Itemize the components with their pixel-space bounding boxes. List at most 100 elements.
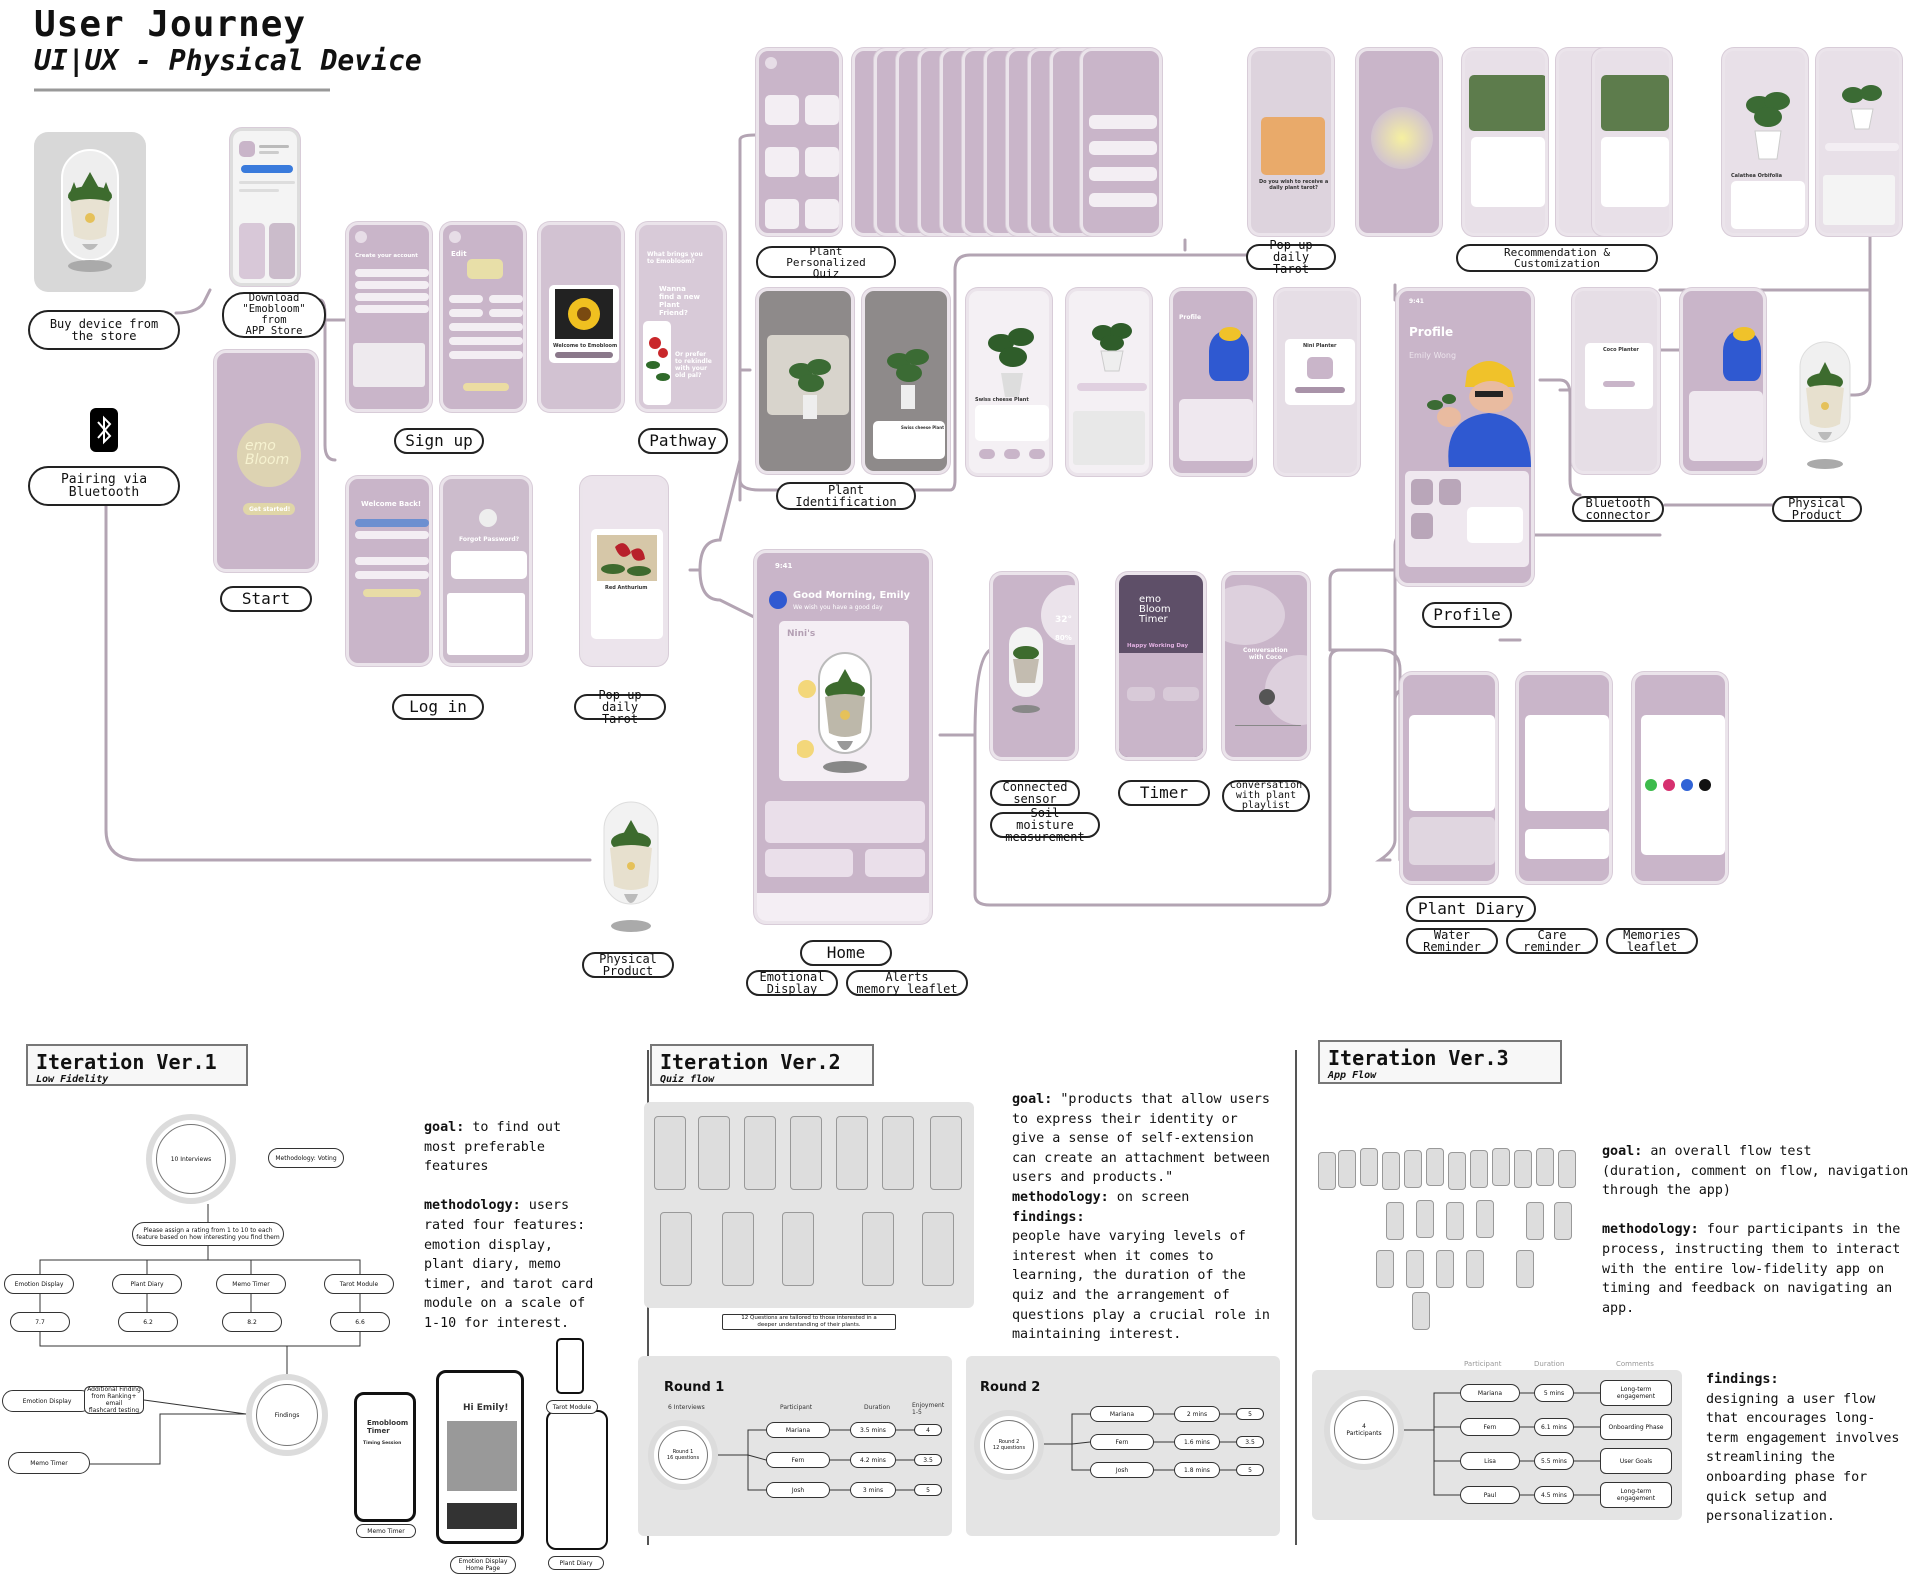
iteration1-goal-label: goal: bbox=[424, 1120, 465, 1135]
planter-device-icon bbox=[61, 149, 119, 272]
alerts-memory-label: Alerts memory leaflet bbox=[846, 970, 968, 996]
lofi-tarot-phone bbox=[556, 1338, 584, 1394]
iteration1-goal-text: to find out most preferable features bbox=[424, 1120, 562, 1175]
method-voting-node: Methodology: Voting bbox=[268, 1148, 344, 1168]
plant-identification-label: Plant Identification bbox=[776, 482, 916, 510]
quiz-screen-1[interactable] bbox=[756, 48, 842, 236]
conversation-screen[interactable]: Conversation with Coco bbox=[1222, 572, 1310, 760]
sign-up-label: Sign up bbox=[394, 428, 484, 454]
iteration1-tree bbox=[39, 1204, 361, 1465]
feature-memo-timer: Memo Timer bbox=[216, 1274, 286, 1294]
r1-score-2: 3.5 bbox=[914, 1454, 942, 1466]
edit-profile-screen[interactable]: Edit bbox=[440, 222, 526, 412]
care-reminder-label: Care reminder bbox=[1506, 928, 1598, 954]
lofi-timing-label: Timing Session bbox=[363, 1441, 402, 1446]
plant-search-keyboard-screen[interactable] bbox=[1066, 288, 1152, 476]
identification-screen-2[interactable]: Swiss cheese Plant bbox=[862, 288, 950, 474]
i3-duration-1: 5 mins bbox=[1534, 1384, 1574, 1402]
round1-title: Round 1 bbox=[664, 1380, 725, 1395]
login-title: Welcome Back! bbox=[361, 500, 422, 508]
coco-planter-title: Coco Planter bbox=[1603, 347, 1639, 353]
profile-mini-screen-2[interactable] bbox=[1680, 288, 1766, 474]
start-screen[interactable]: emo Bloom Get started! bbox=[214, 350, 318, 572]
profile-mini-screen[interactable]: Profile bbox=[1170, 288, 1256, 476]
round1-branches bbox=[718, 1429, 914, 1491]
swiss-cheese-screen[interactable]: Swiss cheese Plant bbox=[966, 288, 1052, 476]
physical-device-right bbox=[1784, 336, 1866, 474]
home-screen[interactable]: 9:41 Good Morning, Emily We wish you hav… bbox=[754, 550, 932, 924]
feature-emotion-display: Emotion Display bbox=[4, 1274, 74, 1294]
tarot-prompt: Do you wish to receive a daily plant tar… bbox=[1259, 179, 1329, 191]
i3-col-comments: Comments bbox=[1616, 1360, 1654, 1368]
lofi-timer-phone: Emobloom Timer Timing Session bbox=[354, 1392, 416, 1522]
profile-time: 9:41 bbox=[1409, 298, 1424, 305]
pathway-screen[interactable]: What brings you to Emobloom? Wanna find … bbox=[636, 222, 726, 412]
pathway-title: What brings you to Emobloom? bbox=[647, 251, 703, 265]
r1-score-1: 4 bbox=[914, 1424, 942, 1436]
app-flow-thumbnails bbox=[1316, 1146, 1586, 1332]
start-button[interactable]: Get started! bbox=[249, 506, 291, 513]
participants-center: 4 Participants bbox=[1346, 1423, 1382, 1437]
memories-leaflet-label: Memories leaflet bbox=[1606, 928, 1698, 954]
round2-ring: Round 2 12 questions bbox=[974, 1410, 1044, 1480]
iteration2-findings-text: people have varying levels of interest w… bbox=[1012, 1229, 1270, 1343]
sensor-screen[interactable]: 32° 80% bbox=[990, 572, 1078, 760]
lofi-cap-memo: Memo Timer bbox=[356, 1524, 416, 1538]
home-label: Home bbox=[800, 940, 892, 966]
i3-col-duration: Duration bbox=[1534, 1360, 1565, 1368]
timer-screen[interactable]: emo Bloom Timer Happy Working Day bbox=[1116, 572, 1206, 760]
i3-duration-2: 6.1 mins bbox=[1534, 1418, 1574, 1436]
calathea-screen[interactable]: Calathea Orbifolia bbox=[1722, 48, 1808, 236]
page-subtitle: UI|UX - Physical Device bbox=[34, 44, 422, 77]
diary-date-screen[interactable] bbox=[1516, 672, 1612, 884]
profile-screen[interactable]: 9:41 Profile Emily Wong bbox=[1396, 288, 1534, 586]
r2-duration-2: 1.6 mins bbox=[1174, 1434, 1220, 1450]
emotional-display-label: Emotional Display bbox=[746, 970, 838, 996]
lofi-cap-tarot: Tarot Module bbox=[546, 1400, 598, 1414]
quiz-stack bbox=[852, 48, 1162, 236]
daily-tarot-screen[interactable]: Red Anthurium bbox=[580, 476, 668, 666]
signup-screen[interactable]: Create your account bbox=[346, 222, 432, 412]
plant-diary-label: Plant Diary bbox=[1406, 896, 1536, 922]
welcome-screen[interactable]: Welcome to Emobloom bbox=[538, 222, 624, 412]
pathway-option-1[interactable]: Wanna find a new Plant Friend? bbox=[659, 285, 700, 317]
nini-planter-screen[interactable]: Nini Planter bbox=[1274, 288, 1360, 476]
iteration2-method-text: on screen bbox=[1108, 1189, 1190, 1205]
login-screen[interactable]: Welcome Back! bbox=[346, 476, 432, 666]
identification-screen-1[interactable] bbox=[756, 288, 854, 474]
diary-share-screen[interactable] bbox=[1632, 672, 1728, 884]
r2-duration-1: 2 mins bbox=[1174, 1406, 1220, 1422]
recommendation-screen-1[interactable] bbox=[1462, 48, 1548, 236]
profile-name: Emily Wong bbox=[1409, 351, 1457, 360]
anthurium-icon bbox=[597, 535, 657, 581]
finding-memo-timer: Memo Timer bbox=[8, 1452, 90, 1474]
r1-participant-2: Fern bbox=[766, 1452, 830, 1468]
diary-calendar-screen[interactable] bbox=[1400, 672, 1498, 884]
profile-mini-title: Profile bbox=[1179, 314, 1202, 321]
quiz-note: 12 Questions are tailored to those inter… bbox=[722, 1314, 896, 1330]
r2-score-1: 5 bbox=[1236, 1408, 1264, 1420]
r2-score-3: 5 bbox=[1236, 1464, 1264, 1476]
r2-participant-3: Josh bbox=[1090, 1462, 1154, 1478]
coco-planter-screen[interactable]: Coco Planter bbox=[1572, 288, 1660, 474]
log-in-label: Log in bbox=[392, 694, 484, 720]
iteration3-findings: findings: designing a user flow that enc… bbox=[1706, 1370, 1916, 1527]
planter-device-icon bbox=[1799, 341, 1851, 469]
iteration3-findings-label: findings: bbox=[1706, 1372, 1779, 1387]
page-title: User Journey bbox=[34, 4, 307, 45]
tarot-prompt-screen[interactable]: Do you wish to receive a daily plant tar… bbox=[1248, 48, 1334, 236]
aura-screen bbox=[1356, 48, 1442, 236]
rating-prompt-node: Please assign a rating from 1 to 10 to e… bbox=[132, 1222, 284, 1246]
r2-participant-2: Fern bbox=[1090, 1434, 1154, 1450]
pathway-option-2[interactable]: Or prefer to rekindle with your old pal? bbox=[675, 351, 712, 379]
plant-search-screen[interactable] bbox=[1816, 48, 1902, 236]
r1-score-3: 5 bbox=[914, 1484, 942, 1496]
participants-ring: 4 Participants bbox=[1324, 1390, 1404, 1470]
forgot-password-screen[interactable]: Forgot Password? bbox=[440, 476, 532, 666]
r1-participant-3: Josh bbox=[766, 1482, 830, 1498]
round1-col-duration: Duration bbox=[864, 1404, 891, 1411]
water-reminder-label: Water Reminder bbox=[1406, 928, 1498, 954]
iteration3-goal-label: goal: bbox=[1602, 1144, 1643, 1159]
i3-participant-3: Lisa bbox=[1460, 1452, 1520, 1470]
signup-title: Create your account bbox=[355, 253, 418, 259]
